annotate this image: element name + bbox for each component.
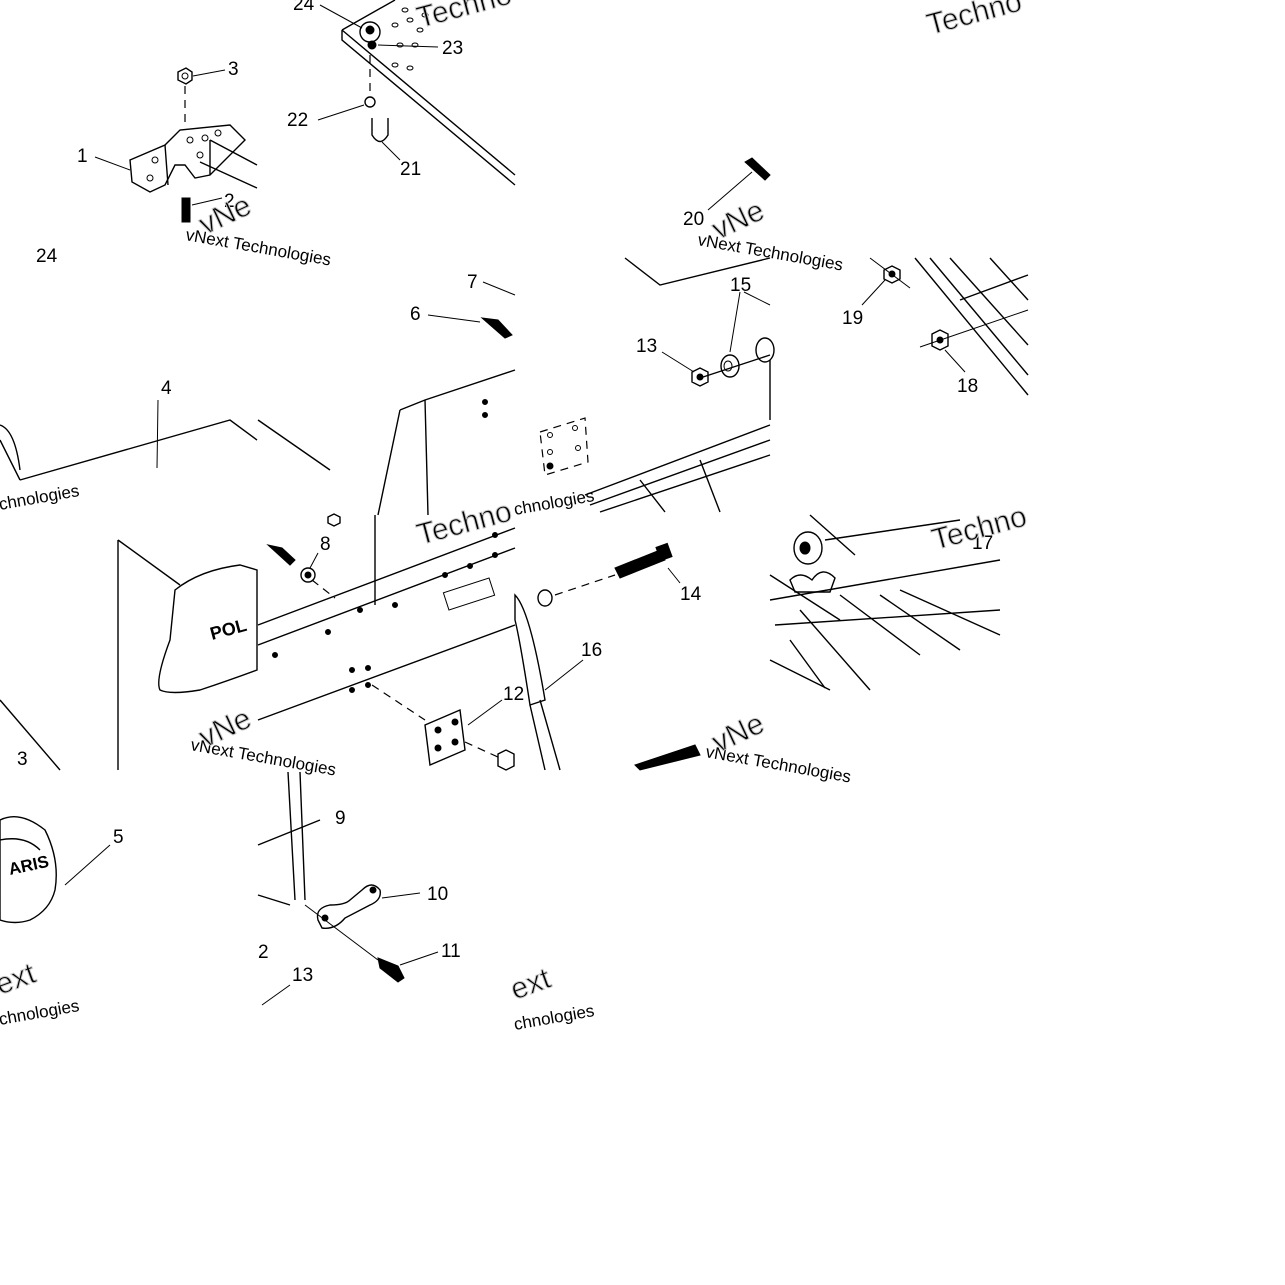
callout-2-lower: 2 bbox=[258, 942, 269, 963]
hood-part: POL bbox=[0, 539, 258, 771]
watermark-big-4: Techno bbox=[413, 0, 515, 35]
watermark-big-1: Techno bbox=[923, 0, 1025, 42]
panel-top bbox=[319, 0, 516, 186]
callout-7: 7 bbox=[467, 272, 478, 293]
callout-19: 19 bbox=[842, 308, 863, 329]
side-panel bbox=[257, 369, 516, 516]
body-part-4 bbox=[0, 399, 258, 481]
nut-part-3 bbox=[177, 67, 226, 125]
callout-3: 3 bbox=[228, 59, 239, 80]
watermark-6: chnologies bbox=[512, 486, 595, 519]
callout-5: 5 bbox=[113, 827, 124, 848]
callout-10: 10 bbox=[427, 884, 448, 905]
front-panel bbox=[257, 515, 516, 721]
pivot-part-17 bbox=[769, 514, 1001, 691]
leader-1 bbox=[94, 156, 131, 171]
leader-13-lower bbox=[261, 984, 291, 1006]
callout-23: 23 bbox=[442, 38, 463, 59]
bracket-part-10 bbox=[304, 884, 421, 961]
watermark-5: chnologies bbox=[0, 481, 81, 514]
watermark-7: chnologies bbox=[0, 996, 81, 1029]
watermark-big-10: ext bbox=[506, 962, 556, 1007]
callout-11: 11 bbox=[441, 941, 461, 962]
shock-part-16 bbox=[514, 593, 584, 771]
spacer-part-15 bbox=[699, 291, 775, 379]
callout-20: 20 bbox=[683, 209, 704, 230]
bolt-part-6 bbox=[427, 314, 513, 339]
plate-part-12 bbox=[371, 684, 515, 771]
callout-6: 6 bbox=[410, 304, 421, 325]
watermark-8: chnologies bbox=[512, 1001, 595, 1034]
bolt-part-14 bbox=[537, 542, 681, 607]
body-edge bbox=[624, 257, 771, 286]
callout-labels: 24 3 23 1 22 21 2 20 24 7 15 6 19 13 18 … bbox=[17, 0, 993, 986]
callout-17: 17 bbox=[972, 533, 993, 554]
screw-part-11 bbox=[377, 951, 439, 983]
callout-2: 2 bbox=[224, 191, 235, 212]
nut-part-19 bbox=[861, 257, 911, 306]
bolt-part-8 bbox=[266, 513, 341, 599]
mount-plate bbox=[539, 417, 589, 476]
callout-18: 18 bbox=[957, 376, 978, 397]
bolt-part-2 bbox=[181, 197, 223, 223]
watermark-big-2: Techno bbox=[413, 495, 515, 552]
nut-part-18 bbox=[919, 309, 1029, 373]
leader-7 bbox=[482, 281, 516, 296]
diagonal-frame bbox=[914, 257, 1029, 396]
callout-24-lower: 24 bbox=[36, 246, 58, 267]
callout-24: 24 bbox=[293, 0, 315, 15]
callout-22: 22 bbox=[287, 110, 308, 131]
cover-part-5: ARIS bbox=[0, 816, 111, 924]
bracket-part-1 bbox=[129, 124, 258, 193]
bolt-part-20 bbox=[707, 157, 771, 211]
nut-part-13 bbox=[661, 351, 709, 387]
frame-rails bbox=[584, 360, 771, 513]
callout-3-lower: 3 bbox=[17, 749, 28, 770]
callout-4: 4 bbox=[161, 378, 172, 399]
callout-12: 12 bbox=[503, 684, 524, 705]
rod-part-9 bbox=[257, 771, 321, 906]
callout-13: 13 bbox=[636, 336, 657, 357]
bolt-lower bbox=[634, 744, 701, 771]
watermark-big-9: ext bbox=[0, 957, 41, 1002]
callout-16: 16 bbox=[581, 640, 602, 661]
callout-1: 1 bbox=[77, 146, 88, 167]
callout-8: 8 bbox=[320, 534, 331, 555]
callout-13-lower: 13 bbox=[292, 965, 313, 986]
callout-21: 21 bbox=[400, 159, 421, 180]
nut-part-22 bbox=[317, 55, 376, 121]
ubolt-part-21 bbox=[371, 118, 401, 161]
callout-14: 14 bbox=[680, 584, 702, 605]
callout-15: 15 bbox=[730, 275, 751, 296]
callout-9: 9 bbox=[335, 808, 346, 829]
